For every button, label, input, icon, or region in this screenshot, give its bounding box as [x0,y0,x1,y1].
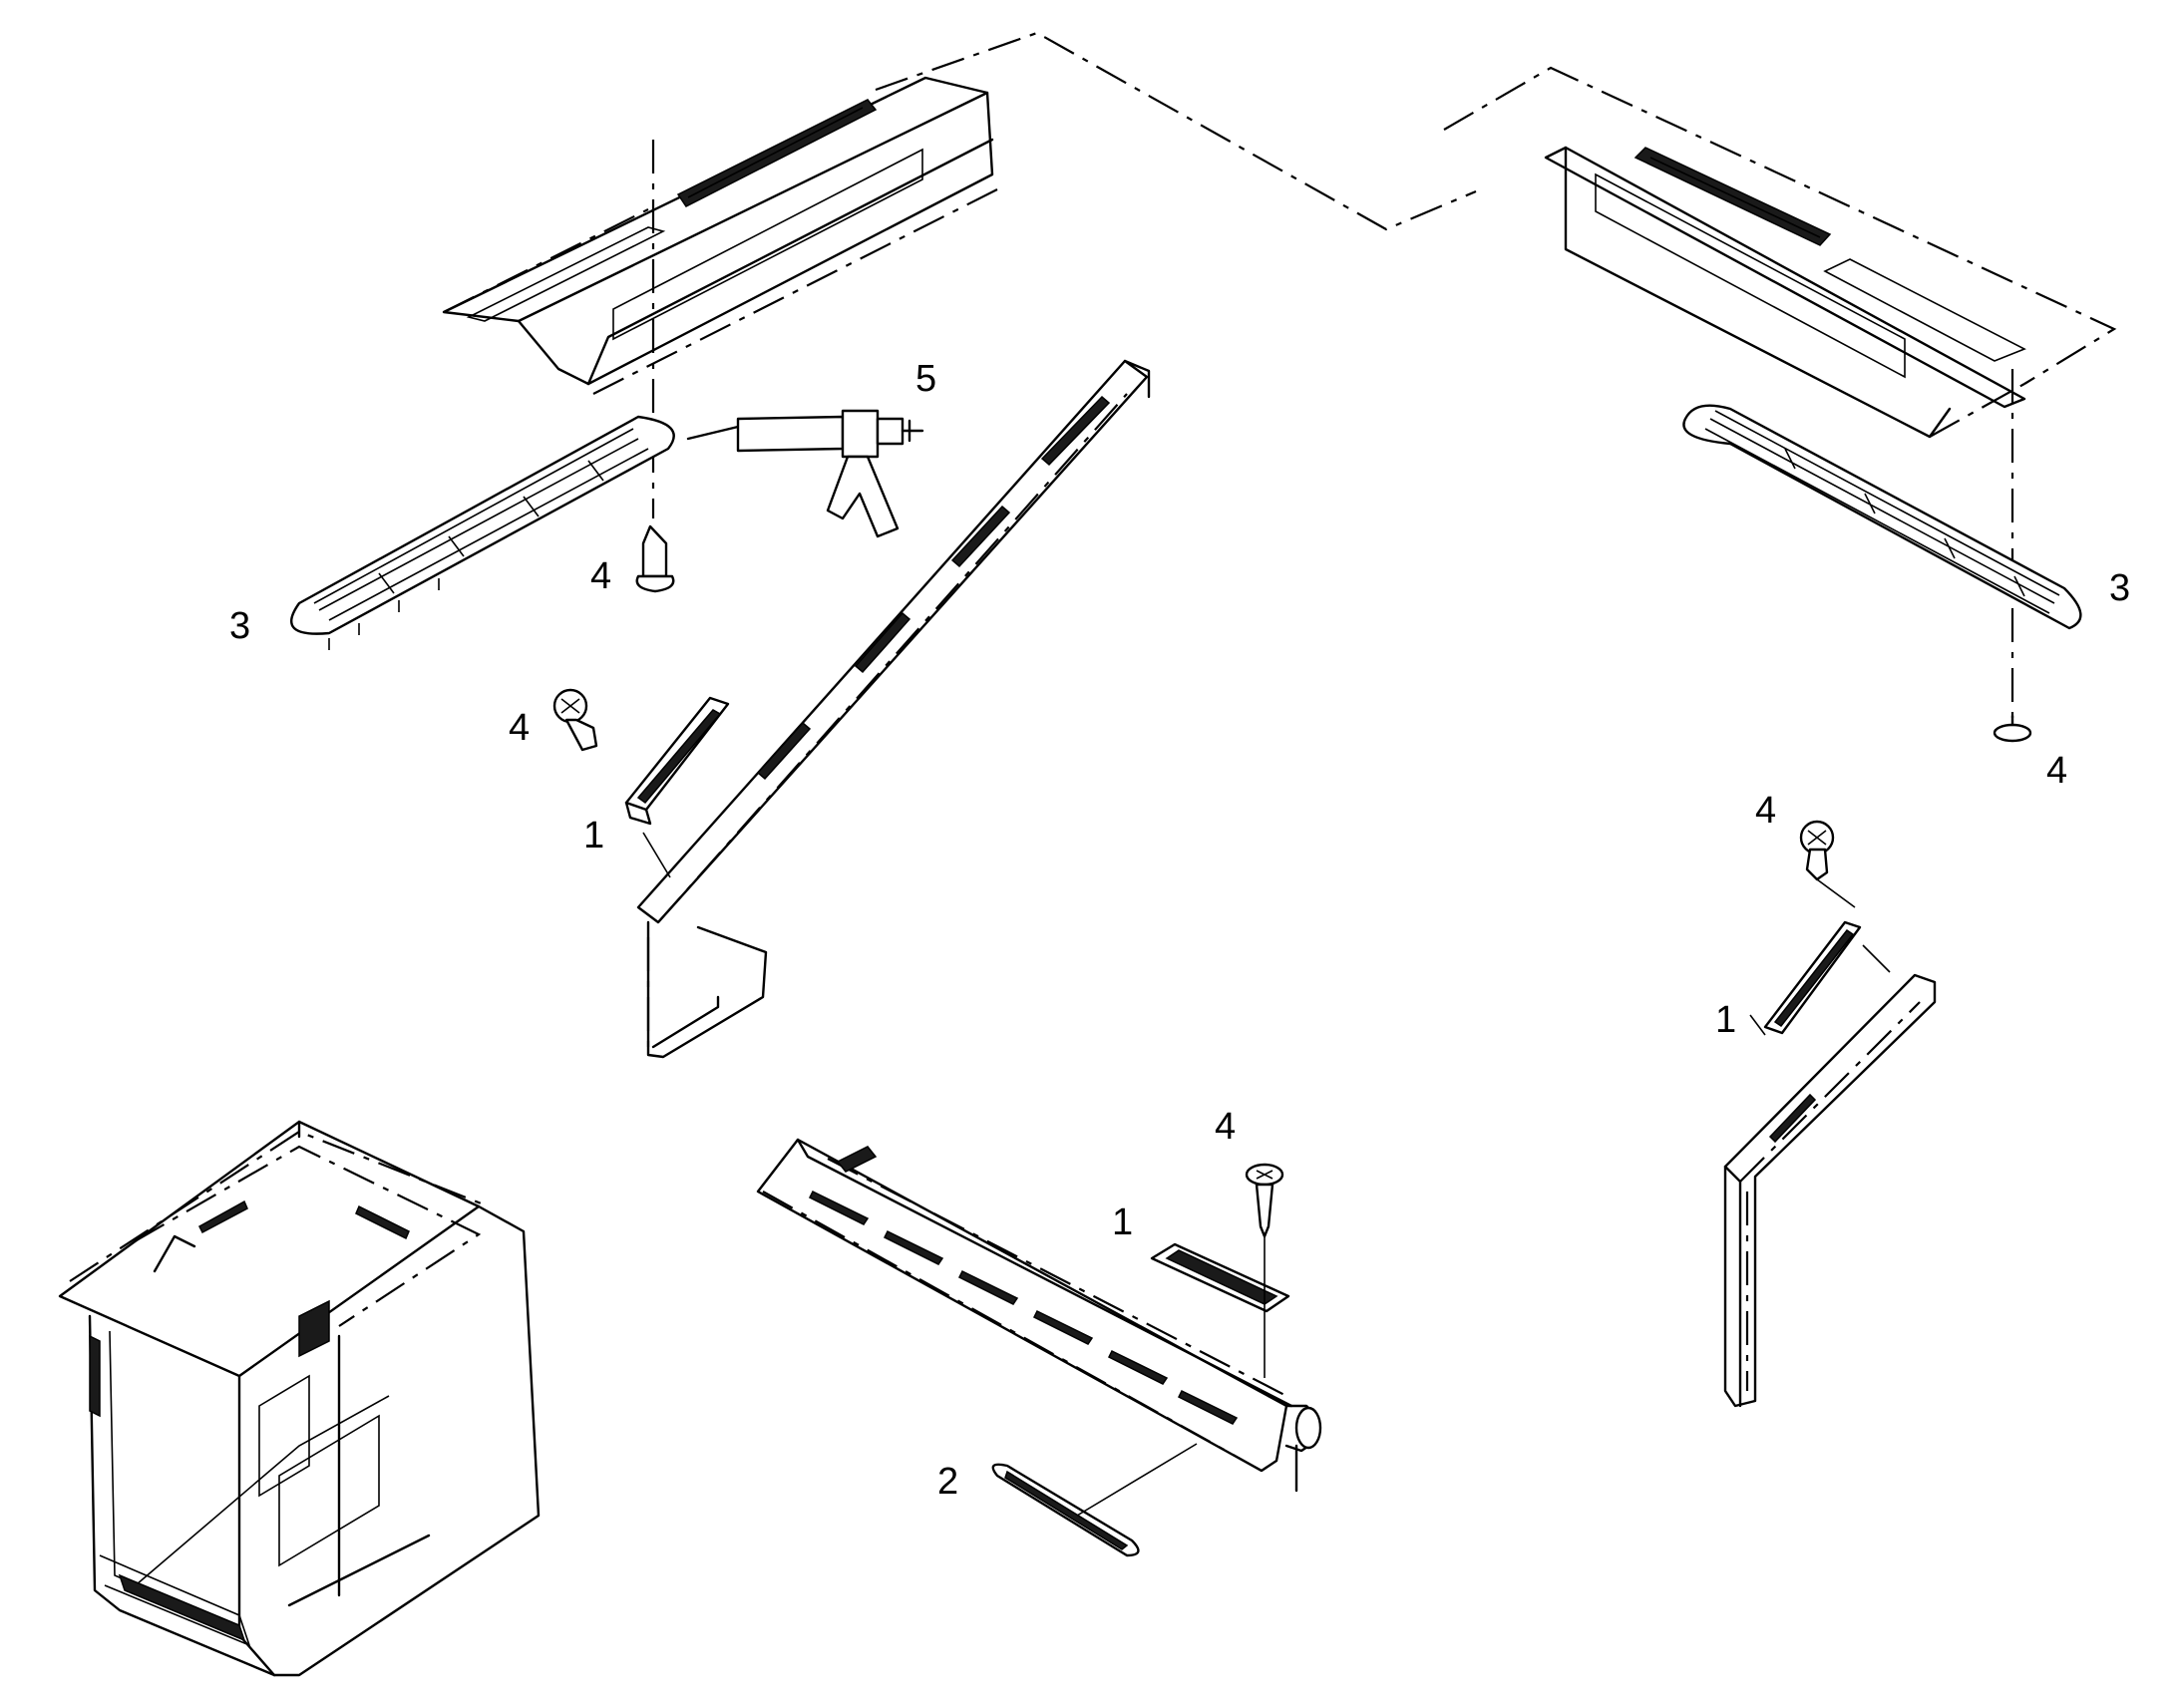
phillips-screw-right [1799,820,1835,881]
callout-3-left: 3 [229,605,250,647]
top-right-roof-panel [1443,66,2117,439]
push-pin-fastener-right [1993,714,2032,743]
oval-vent-grille-right [1682,404,2082,630]
angled-post-duct [1723,973,1937,1408]
diagonal-air-duct [636,359,1151,1059]
callout-1-upper-left: 1 [583,815,604,856]
horizontal-air-duct [756,1138,1322,1493]
small-grille-bottom [1150,1242,1290,1313]
callout-1-bottom: 1 [1112,1201,1133,1243]
callout-4-screw-right: 4 [1755,790,1776,832]
callout-4-pin-right: 4 [2046,750,2067,792]
callout-5: 5 [915,358,936,400]
roof-connector-line [875,31,1477,231]
phillips-screw-left [552,688,598,752]
callout-4-screw-bottom: 4 [1215,1106,1236,1148]
push-pin-fastener-left [635,524,675,593]
oval-vent-grille-left [290,415,675,650]
callout-1-right: 1 [1715,999,1736,1041]
phillips-screw-bottom [1245,1163,1284,1238]
machine-cab-overview [58,1120,541,1677]
callout-2: 2 [937,1461,958,1503]
top-left-roof-panel [442,76,998,395]
leader-lines [642,832,1891,1517]
caulk-gun-icon [686,409,924,538]
callout-3-right: 3 [2109,567,2130,609]
long-slot-grille [991,1463,1140,1557]
small-grille-right [1763,920,1862,1035]
callout-4-screw-left: 4 [509,707,530,749]
small-grille-upper-left [624,696,730,826]
callout-4-pin-left: 4 [590,555,611,597]
